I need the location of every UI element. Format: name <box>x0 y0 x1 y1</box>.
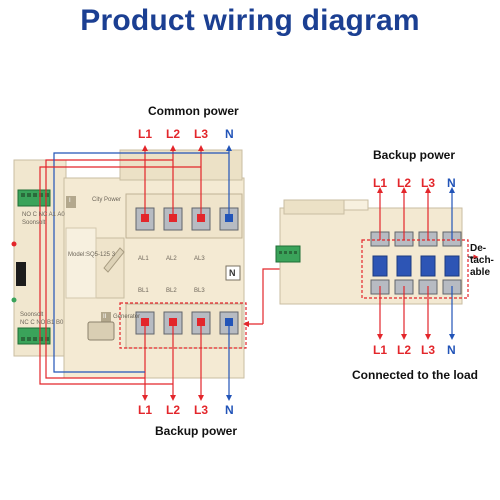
detachable-line-2: tach- <box>470 255 494 266</box>
detachable-line-3: able <box>470 267 491 278</box>
ats-switch-left <box>11 149 245 379</box>
terminal-al2-label: AL2 <box>166 256 177 262</box>
backup-power-bottom-label: Backup power <box>155 424 238 438</box>
brand-top-label: Soonsolt <box>22 220 46 226</box>
detachable-label: De- tach- able <box>470 243 494 279</box>
right-bottom-l2: L2 <box>397 343 412 357</box>
backup-power-right-label: Backup power <box>373 148 456 162</box>
top-terminal-screws <box>135 207 239 231</box>
dashed-selection-left <box>119 302 247 349</box>
detachable-line-1: De- <box>470 243 487 254</box>
terminal-bl3-label: BL3 <box>194 288 205 294</box>
left-top-l1: L1 <box>138 127 153 141</box>
common-power-label: Common power <box>148 104 239 118</box>
left-top-l2: L2 <box>166 127 181 141</box>
marker-ii: II <box>103 314 107 320</box>
brand-bottom-label: Soonsolt <box>20 312 44 318</box>
bottom-terminal-screws <box>135 311 239 335</box>
city-power-label: City Power <box>92 197 122 203</box>
right-bottom-l1: L1 <box>373 343 388 357</box>
aux-bottom-label: NC C NO B1 B0 <box>20 320 64 326</box>
left-bottom-n: N <box>225 403 234 417</box>
model-label: Model:SQ5-125 3 <box>68 252 116 258</box>
ats-switch-right <box>275 187 479 340</box>
right-bottom-n: N <box>447 343 456 357</box>
right-top-l1: L1 <box>373 176 388 190</box>
left-top-l3: L3 <box>194 127 209 141</box>
connected-to-load-label: Connected to the load <box>352 368 478 382</box>
terminal-bl1-label: BL1 <box>138 288 149 294</box>
right-bottom-l3: L3 <box>421 343 436 357</box>
right-top-l2: L2 <box>397 176 412 190</box>
aux-top-label: NO C NC A1 A0 <box>22 212 65 218</box>
right-top-n: N <box>447 176 456 190</box>
left-bottom-l2: L2 <box>166 403 181 417</box>
left-wires <box>39 145 232 401</box>
generator-label: Generator <box>113 314 141 320</box>
left-bottom-l1: L1 <box>138 403 153 417</box>
terminal-al3-label: AL3 <box>194 256 205 262</box>
right-top-l3: L3 <box>421 176 436 190</box>
page-title: Product wiring diagram <box>80 4 420 37</box>
terminal-al1-label: AL1 <box>138 256 149 262</box>
left-top-n: N <box>225 127 234 141</box>
neutral-mark: N <box>229 268 236 278</box>
left-bottom-l3: L3 <box>194 403 209 417</box>
marker-i: I <box>69 198 71 204</box>
terminal-bl2-label: BL2 <box>166 288 177 294</box>
